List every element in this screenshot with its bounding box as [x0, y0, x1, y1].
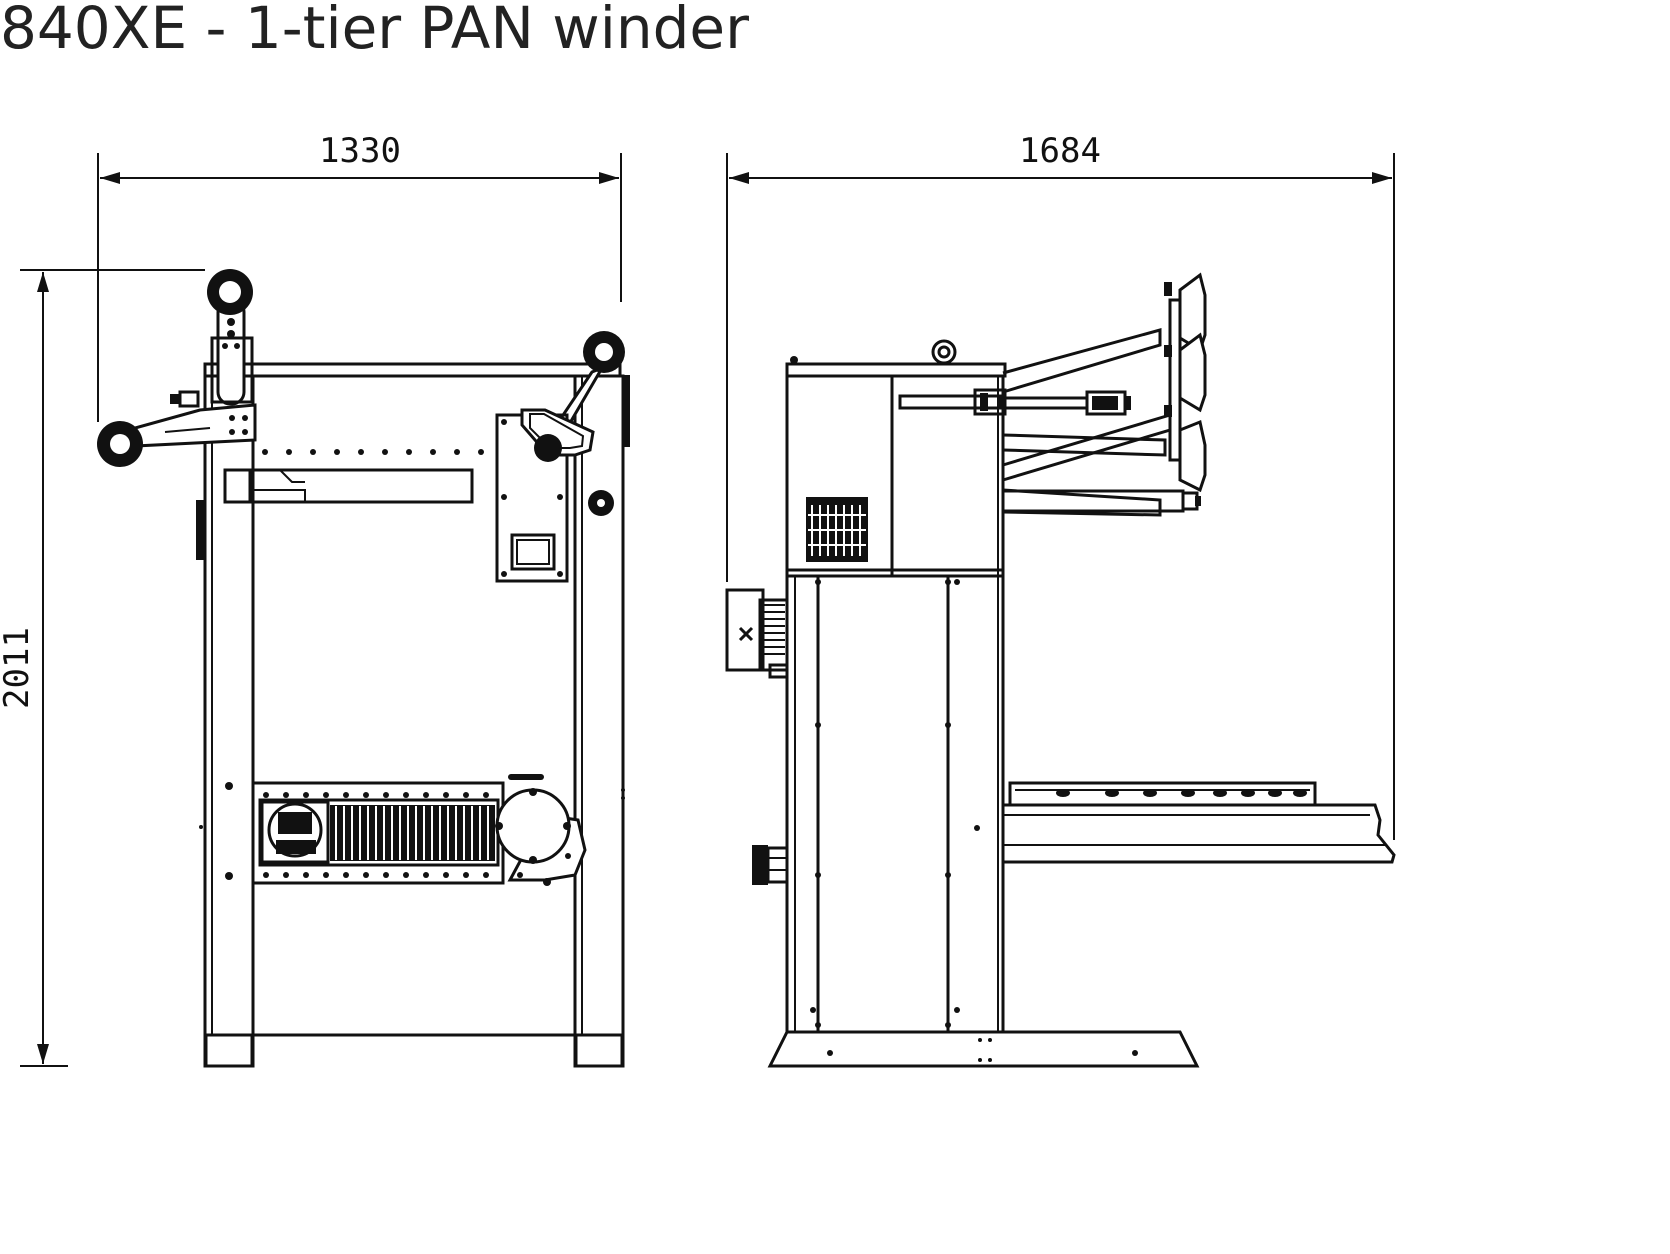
hole-row	[262, 449, 484, 455]
width-label: 1330	[319, 131, 401, 171]
height-label: 2011	[0, 627, 37, 709]
dimension-front-width: 1330	[97, 131, 622, 422]
side-motor-upper	[725, 588, 789, 679]
lifting-eye	[931, 339, 957, 366]
depth-label: 1684	[1019, 131, 1101, 171]
side-motor-lower	[752, 845, 789, 885]
side-view	[725, 272, 1396, 1068]
dimension-height: 2011	[0, 269, 205, 1067]
dimension-side-depth: 1684	[726, 131, 1395, 840]
bottom-grille	[251, 774, 544, 885]
left-arm	[97, 269, 257, 467]
tray	[1003, 781, 1396, 864]
motor-housing	[495, 788, 587, 886]
front-view	[97, 269, 630, 1068]
control-panel	[495, 408, 614, 583]
page-title: 840XE - 1-tier PAN winder	[0, 0, 749, 62]
creel-arms	[898, 272, 1207, 517]
